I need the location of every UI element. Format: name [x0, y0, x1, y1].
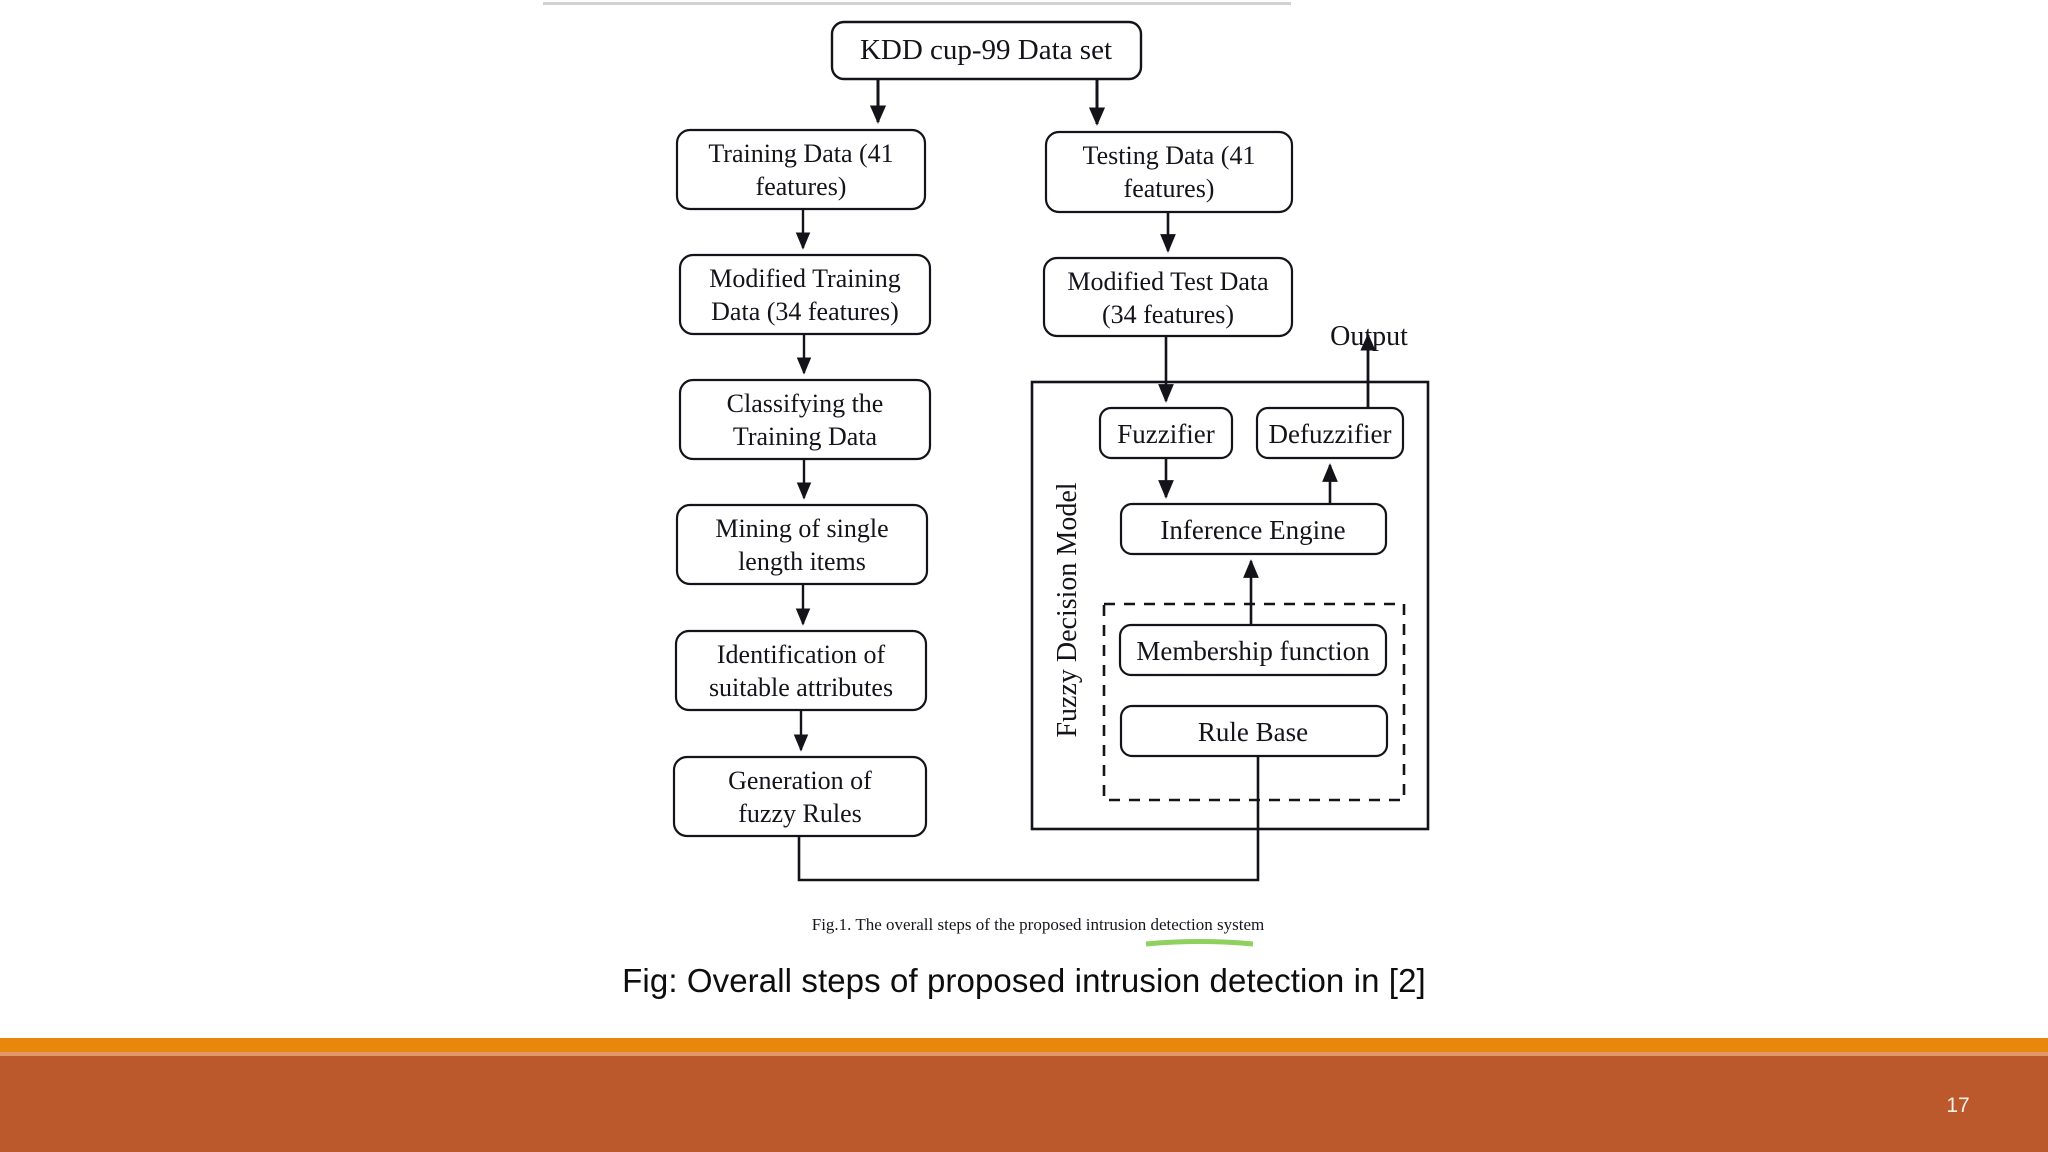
label-training-data-line2: features)	[756, 172, 847, 201]
figure-top-rule	[543, 2, 1291, 5]
label-mining-line1: Mining of single	[715, 514, 888, 543]
label-identification-line2: suitable attributes	[709, 673, 893, 702]
label-rule-base: Rule Base	[1198, 717, 1308, 747]
footer-bar	[0, 1052, 2048, 1152]
node-membership-function	[1118, 623, 1388, 677]
label-modified-test-line2: (34 features)	[1102, 300, 1234, 329]
label-inference-engine: Inference Engine	[1160, 515, 1345, 545]
label-membership-function: Membership function	[1136, 636, 1370, 666]
label-fuzzy-decision-model: Fuzzy Decision Model	[1052, 482, 1083, 737]
label-modified-test-line1: Modified Test Data	[1067, 267, 1269, 296]
label-output: Output	[1330, 321, 1408, 352]
label-kdd-dataset: KDD cup-99 Data set	[860, 34, 1112, 66]
footer-accent-hairline	[0, 1052, 2048, 1056]
slide-caption: Fig: Overall steps of proposed intrusion…	[622, 962, 1426, 999]
label-testing-data-line2: features)	[1124, 174, 1215, 203]
label-generation-line2: fuzzy Rules	[738, 799, 861, 828]
node-training-data	[675, 128, 927, 211]
label-identification-line1: Identification of	[717, 640, 886, 669]
node-defuzzifier	[1255, 406, 1405, 460]
label-testing-data-line1: Testing Data (41	[1083, 141, 1256, 170]
page-number: 17	[1946, 1094, 1970, 1117]
label-classifying-line1: Classifying the	[727, 389, 884, 418]
label-defuzzifier: Defuzzifier	[1269, 419, 1392, 449]
node-rule-base	[1119, 704, 1389, 758]
label-training-data-line1: Training Data (41	[708, 139, 893, 168]
figure-image: KDD cup-99 Data set Training Data (41 fe…	[672, 20, 1430, 947]
footer-accent-bar	[0, 1038, 2048, 1052]
highlight-underline	[1145, 939, 1254, 947]
label-generation-line1: Generation of	[728, 766, 872, 795]
figure-caption: Fig.1. The overall steps of the proposed…	[812, 915, 1264, 934]
edge-generation-to-rulebase	[797, 733, 1266, 882]
group-knowledge-base	[1102, 602, 1406, 802]
node-kdd-dataset	[830, 20, 1143, 81]
node-inference-engine	[1119, 502, 1388, 556]
label-mining-line2: length items	[738, 547, 866, 576]
label-modified-training-line2: Data (34 features)	[711, 297, 899, 326]
label-fuzzifier: Fuzzifier	[1117, 419, 1214, 449]
label-modified-training-line1: Modified Training	[709, 264, 900, 293]
label-classifying-line2: Training Data	[733, 422, 878, 451]
node-modified-test	[1042, 256, 1294, 338]
group-fuzzy-decision-model	[1030, 380, 1430, 831]
